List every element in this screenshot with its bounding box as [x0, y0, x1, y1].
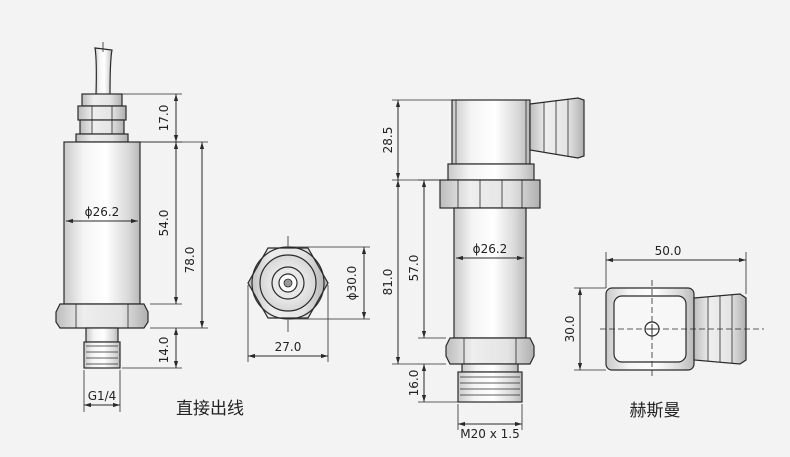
right-diameter-label: ϕ26.2 [473, 242, 508, 256]
sensor-hirschmann-view: ϕ26.2 28.5 81.0 57.0 16.0 M20 x 1.5 [381, 97, 585, 441]
caption-hirschmann: 赫斯曼 [630, 401, 681, 421]
caption-direct-cable: 直接出线 [176, 399, 244, 419]
right-dim-total: 81.0 [381, 269, 395, 296]
left-thread-label: G1/4 [88, 389, 117, 403]
left-diameter-label: ϕ26.2 [85, 205, 120, 219]
right-dim-thread-length: 16.0 [407, 370, 421, 397]
left-dim-top: 17.0 [157, 105, 171, 132]
hex-dim-width: 27.0 [275, 340, 302, 354]
connector-dim-height: 30.0 [563, 316, 577, 343]
hex-top-view: ϕ30.0 27.0 [247, 236, 370, 362]
hex-dim-diameter: ϕ30.0 [345, 266, 359, 301]
right-dim-top: 28.5 [381, 127, 395, 154]
left-dim-total: 78.0 [183, 247, 197, 274]
sensor-direct-cable-view: ϕ26.2 17.0 54.0 78.0 14.0 G1/4 直接出线 [55, 42, 244, 419]
left-dim-thread-length: 14.0 [157, 337, 171, 364]
right-dim-body: 57.0 [407, 255, 421, 282]
left-dim-body: 54.0 [157, 210, 171, 237]
connector-top-view: 50.0 30.0 赫斯曼 [563, 244, 764, 421]
connector-dim-width: 50.0 [655, 244, 682, 258]
right-thread-label: M20 x 1.5 [460, 427, 519, 441]
